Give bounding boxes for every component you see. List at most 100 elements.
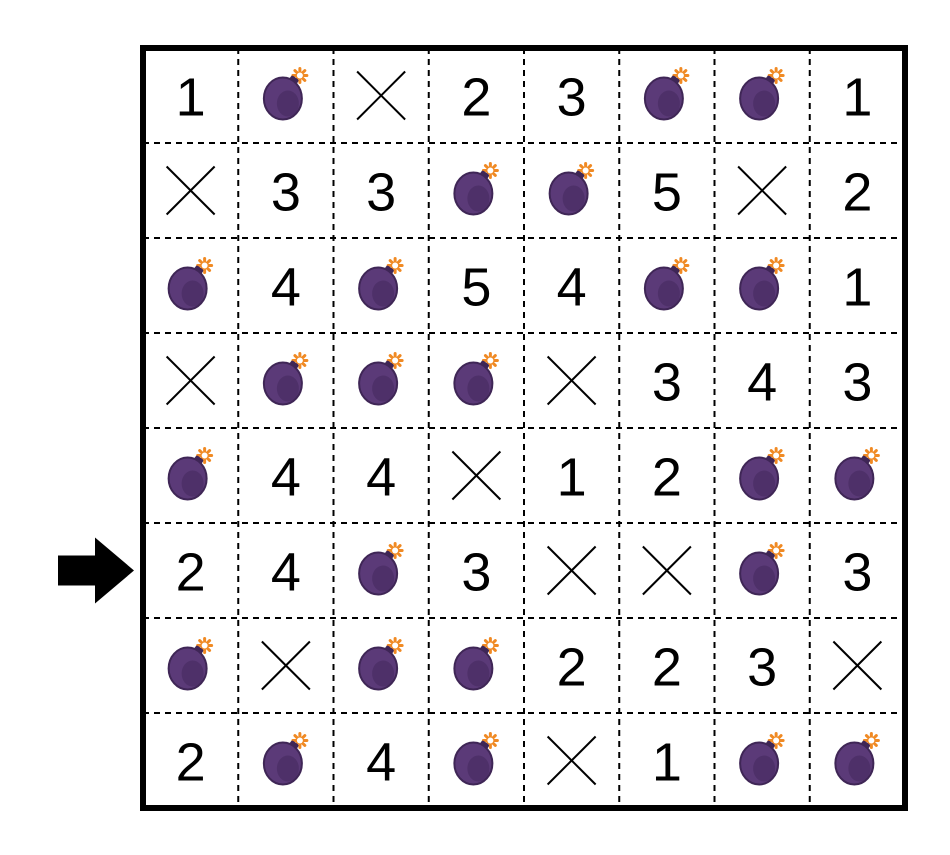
grid-cell[interactable] bbox=[718, 51, 807, 140]
grid-cell[interactable] bbox=[146, 431, 235, 520]
bomb-icon bbox=[739, 447, 785, 501]
grid-cell[interactable] bbox=[432, 146, 521, 235]
grid-cell[interactable] bbox=[337, 336, 426, 425]
grid-cell[interactable] bbox=[527, 526, 616, 615]
cell-number: 5 bbox=[461, 258, 491, 318]
grid-cell[interactable] bbox=[146, 621, 235, 710]
grid-cell[interactable] bbox=[718, 431, 807, 520]
grid-cell[interactable]: 2 bbox=[146, 716, 235, 805]
grid-cell[interactable] bbox=[146, 241, 235, 330]
grid-cell[interactable]: 4 bbox=[337, 431, 426, 520]
bomb-body bbox=[834, 741, 875, 786]
grid-cell[interactable] bbox=[241, 621, 330, 710]
grid-cell[interactable]: 2 bbox=[622, 621, 711, 710]
grid-cell[interactable] bbox=[146, 146, 235, 235]
grid-cell[interactable]: 4 bbox=[718, 336, 807, 425]
grid-cell[interactable] bbox=[337, 526, 426, 615]
bomb-shade bbox=[181, 660, 204, 687]
grid-cell[interactable] bbox=[813, 621, 902, 710]
grid-cell[interactable] bbox=[718, 146, 807, 235]
grid-cell[interactable] bbox=[718, 526, 807, 615]
grid-cell[interactable]: 3 bbox=[813, 336, 902, 425]
grid-cell[interactable]: 3 bbox=[241, 146, 330, 235]
grid-cell[interactable]: 4 bbox=[241, 431, 330, 520]
bomb-body bbox=[453, 361, 494, 406]
grid-cell[interactable] bbox=[432, 431, 521, 520]
bomb-icon bbox=[548, 162, 595, 216]
grid-cell[interactable]: 2 bbox=[527, 621, 616, 710]
bomb-shade bbox=[181, 470, 204, 497]
grid-cell[interactable] bbox=[337, 51, 426, 140]
grid-cell[interactable] bbox=[622, 526, 711, 615]
grid-cell[interactable]: 4 bbox=[241, 241, 330, 330]
grid-cell[interactable] bbox=[146, 336, 235, 425]
grid-cell[interactable]: 2 bbox=[622, 431, 711, 520]
bomb-icon bbox=[262, 732, 309, 786]
spark-core bbox=[773, 72, 780, 79]
grid-cell[interactable] bbox=[527, 146, 616, 235]
cell-number: 3 bbox=[271, 163, 301, 223]
grid-cell[interactable]: 1 bbox=[146, 51, 235, 140]
bomb-shade bbox=[276, 755, 299, 782]
cross-mark-icon bbox=[546, 735, 597, 786]
cell-number: 3 bbox=[366, 163, 396, 223]
grid-cell[interactable] bbox=[241, 716, 330, 805]
grid-cell[interactable]: 4 bbox=[241, 526, 330, 615]
grid-cell[interactable] bbox=[241, 336, 330, 425]
cell-number: 3 bbox=[747, 638, 777, 698]
grid-cell[interactable]: 1 bbox=[813, 51, 902, 140]
grid-cell[interactable]: 3 bbox=[813, 526, 902, 615]
grid-cell[interactable]: 2 bbox=[432, 51, 521, 140]
row-pointer-arrow-icon bbox=[58, 537, 134, 604]
grid-cell[interactable]: 3 bbox=[337, 146, 426, 235]
grid-cell[interactable]: 4 bbox=[527, 241, 616, 330]
grid-cell[interactable] bbox=[718, 716, 807, 805]
bomb-icon bbox=[453, 637, 499, 691]
grid-cell[interactable] bbox=[622, 241, 711, 330]
grid-cell[interactable] bbox=[527, 336, 616, 425]
grid-cell[interactable] bbox=[813, 431, 902, 520]
grid-cell[interactable]: 1 bbox=[622, 716, 711, 805]
grid-cell[interactable]: 2 bbox=[146, 526, 235, 615]
grid-cell[interactable] bbox=[432, 716, 521, 805]
cell-number: 1 bbox=[652, 733, 682, 793]
bomb-body bbox=[739, 76, 780, 121]
spark-core bbox=[201, 452, 208, 459]
spark-core bbox=[392, 357, 399, 364]
bomb-shade bbox=[467, 375, 490, 402]
bomb-icon bbox=[167, 637, 214, 691]
cell-number: 3 bbox=[842, 353, 872, 413]
grid-cell[interactable]: 3 bbox=[527, 51, 616, 140]
grid-cell[interactable] bbox=[527, 716, 616, 805]
grid-cell[interactable] bbox=[622, 51, 711, 140]
bomb-icon bbox=[834, 732, 880, 786]
grid-cell[interactable] bbox=[718, 241, 807, 330]
cross-stroke bbox=[451, 450, 502, 501]
grid-cell[interactable]: 1 bbox=[527, 431, 616, 520]
bomb-body bbox=[739, 456, 780, 501]
grid-cell[interactable] bbox=[432, 336, 521, 425]
grid-cell[interactable]: 3 bbox=[622, 336, 711, 425]
grid-cell[interactable] bbox=[241, 51, 330, 140]
cross-mark-icon bbox=[546, 355, 597, 406]
grid-border bbox=[140, 45, 908, 811]
grid-cell[interactable]: 1 bbox=[813, 241, 902, 330]
bomb-shade bbox=[372, 565, 395, 592]
grid-cell[interactable] bbox=[813, 716, 902, 805]
grid-cell[interactable]: 3 bbox=[718, 621, 807, 710]
bomb-shade bbox=[753, 280, 776, 307]
grid-cell[interactable]: 2 bbox=[813, 146, 902, 235]
cross-stroke bbox=[737, 165, 787, 216]
grid-cell[interactable] bbox=[337, 621, 426, 710]
grid-cell[interactable]: 4 bbox=[337, 716, 426, 805]
grid-cell[interactable] bbox=[432, 621, 521, 710]
cross-mark-icon bbox=[165, 355, 216, 406]
grid-cell[interactable]: 5 bbox=[622, 146, 711, 235]
bomb-body bbox=[358, 361, 399, 406]
grid-cell[interactable]: 5 bbox=[432, 241, 521, 330]
bomb-body bbox=[167, 646, 208, 691]
grid-cell[interactable] bbox=[337, 241, 426, 330]
bomb-shade bbox=[753, 90, 776, 117]
bomb-icon bbox=[358, 637, 404, 691]
grid-cell[interactable]: 3 bbox=[432, 526, 521, 615]
